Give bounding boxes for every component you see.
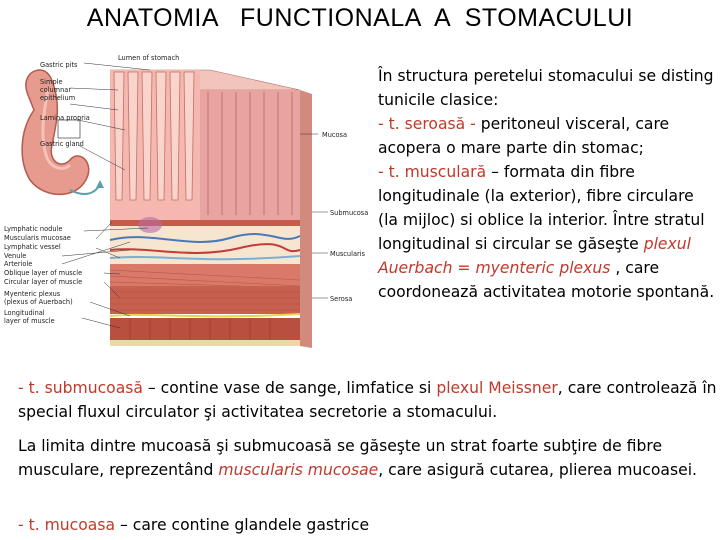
seroasa-term: - t. seroasă - — [378, 115, 481, 133]
musculara-end: , care coordonează activitatea motorie s… — [378, 259, 715, 301]
mm-text-2: , care asigură cutarea, plierea mucoasei… — [378, 461, 697, 479]
label-muscularis: Muscularis — [330, 250, 366, 258]
mucoasa-text: – care contine glandele gastrice — [115, 516, 370, 534]
stomach-organ-illustration — [21, 69, 104, 196]
muscularis-mucosae-term: muscularis mucosae — [218, 461, 379, 479]
plexus-meissner-term: plexul Meissner — [436, 379, 558, 397]
label-gastric-pits: Gastric pits — [40, 61, 78, 69]
intro-text: În structura peretelui stomacului se dis… — [378, 67, 714, 109]
muscularis-mucosae-paragraph: La limita dintre mucoasă şi submucoasă s… — [18, 434, 718, 482]
label-plexus-auerbach: (plexus of Auerbach) — [4, 298, 73, 306]
label-oblique-layer: Oblique layer of muscle — [4, 269, 82, 277]
label-arteriole: Arteriole — [4, 260, 32, 268]
label-circular-layer: Circular layer of muscle — [4, 278, 82, 286]
mucoasa-paragraph: - t. mucoasa – care contine glandele gas… — [18, 513, 718, 537]
label-simple: Simple — [40, 78, 63, 86]
label-layer-of-muscle: layer of muscle — [4, 317, 55, 325]
label-myenteric-plexus: Myenteric plexus — [4, 290, 61, 298]
musculara-text: – formata din fibre longitudinale (la ex… — [378, 163, 705, 253]
mucoasa-term: - t. mucoasa — [18, 516, 116, 534]
seroasa-text: peritoneul visceral, care acopera o mare… — [378, 115, 670, 157]
label-muscularis-mucosae: Muscularis mucosae — [4, 234, 71, 242]
label-lymphatic-nodule: Lymphatic nodule — [4, 225, 62, 233]
label-gastric-gland: Gastric gland — [40, 140, 84, 148]
plexus-auerbach-term: plexul Auerbach = myenteric plexus — [378, 235, 691, 277]
page-title: ANATOMIA FUNCTIONALA A STOMACULUI — [86, 4, 634, 32]
label-serosa: Serosa — [330, 295, 352, 303]
stomach-wall-diagram: Lumen of stomach Gastric pits Simple col… — [0, 50, 372, 360]
submucoasa-paragraph: - t. submucoasă – contine vase de sange,… — [18, 376, 718, 424]
submucoasa-text-2: , care controlează în special fluxul cir… — [18, 379, 717, 421]
musculara-term: - t. musculară — [378, 163, 487, 181]
label-columnar: columnar — [40, 86, 71, 94]
label-lymphatic-vessel: Lymphatic vessel — [4, 243, 61, 251]
label-longitudinal: Longitudinal — [4, 309, 45, 317]
label-lumen: Lumen of stomach — [118, 54, 179, 62]
submucoasa-term: - t. submucoasă — [18, 379, 143, 397]
label-venule: Venule — [4, 252, 26, 260]
label-lamina-propria: Lamina propria — [40, 114, 90, 122]
submucoasa-text-1: – contine vase de sange, limfatice si — [142, 379, 437, 397]
label-mucosa: Mucosa — [322, 131, 347, 139]
label-submucosa: Submucosa — [330, 209, 368, 217]
mm-text-1: La limita dintre mucoasă şi submucoasă s… — [18, 437, 663, 479]
tunics-description: În structura peretelui stomacului se dis… — [378, 64, 716, 304]
label-epithelium: epithelium — [40, 94, 75, 102]
vessels — [109, 233, 301, 261]
